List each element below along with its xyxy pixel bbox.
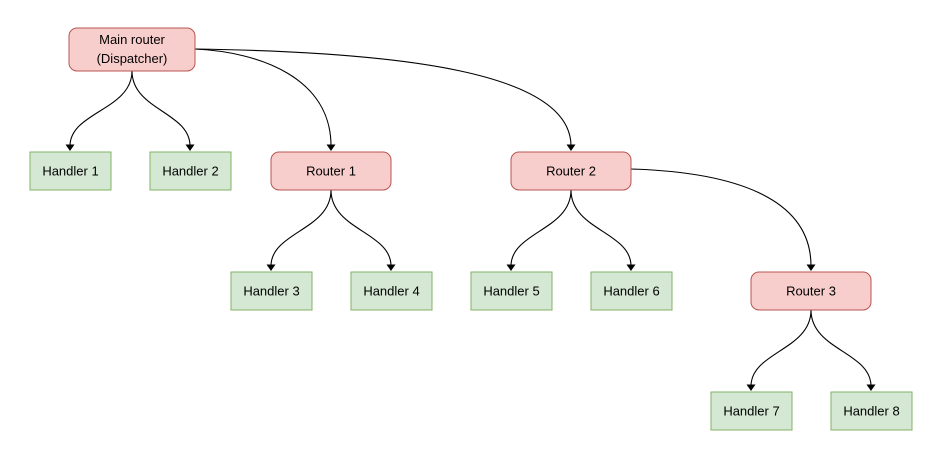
edge-line	[131, 70, 191, 147]
edge-main-router-to-handler-1	[65, 70, 133, 151]
node-label: Router 1	[306, 163, 356, 178]
nodes-layer: Main router (Dispatcher) Handler 1 Handler …	[29, 27, 913, 431]
edge-line	[194, 48, 572, 147]
edge-router-1-to-handler-3	[266, 189, 332, 271]
node-box[interactable]	[29, 151, 112, 191]
node-label: Handler 1	[42, 163, 98, 178]
node-box[interactable]	[230, 271, 313, 311]
node-label-line1: Main router	[99, 32, 165, 47]
edge-line	[750, 309, 812, 387]
arrowhead-icon	[626, 264, 636, 271]
edge-router-3-to-handler-8	[810, 309, 876, 391]
edge-line	[270, 189, 332, 267]
node-router-3[interactable]: Router 3	[750, 271, 872, 311]
node-label: Router 3	[786, 283, 836, 298]
edge-router-3-to-handler-7	[746, 309, 812, 391]
node-box[interactable]	[510, 151, 632, 191]
node-handler-3[interactable]: Handler 3	[230, 271, 313, 311]
edge-main-router-to-router-1	[194, 48, 336, 151]
node-label: Router 2	[546, 163, 596, 178]
node-box[interactable]	[350, 271, 433, 311]
edge-line	[69, 70, 133, 147]
node-box[interactable]	[149, 151, 232, 191]
node-router-2[interactable]: Router 2	[510, 151, 632, 191]
node-handler-1[interactable]: Handler 1	[29, 151, 112, 191]
arrowhead-icon	[185, 144, 195, 151]
arrowhead-icon	[806, 264, 816, 271]
arrowhead-icon	[506, 264, 516, 271]
edges-layer	[65, 48, 876, 391]
arrowhead-icon	[266, 264, 276, 271]
node-label: Handler 8	[843, 403, 899, 418]
node-label: Handler 5	[483, 283, 539, 298]
node-handler-4[interactable]: Handler 4	[350, 271, 433, 311]
edge-main-router-to-handler-2	[131, 70, 195, 151]
node-box[interactable]	[68, 27, 196, 72]
node-box[interactable]	[590, 271, 673, 311]
edge-line	[510, 189, 572, 267]
node-label-line2: (Dispatcher)	[97, 51, 168, 66]
arrowhead-icon	[866, 384, 876, 391]
node-main-router[interactable]: Main router (Dispatcher)	[68, 27, 196, 72]
edge-router-2-to-handler-5	[506, 189, 572, 271]
arrowhead-icon	[566, 144, 576, 151]
edge-router-2-to-handler-6	[570, 189, 636, 271]
edge-line	[570, 189, 632, 267]
node-label: Handler 7	[723, 403, 779, 418]
node-handler-2[interactable]: Handler 2	[149, 151, 232, 191]
edge-line	[810, 309, 872, 387]
edge-line	[194, 48, 332, 147]
node-router-1[interactable]: Router 1	[270, 151, 392, 191]
edge-line	[630, 168, 812, 267]
edge-router-1-to-handler-4	[330, 189, 396, 271]
node-box[interactable]	[830, 391, 913, 431]
node-handler-7[interactable]: Handler 7	[710, 391, 793, 431]
node-label: Handler 2	[162, 163, 218, 178]
node-label: Handler 3	[243, 283, 299, 298]
node-handler-6[interactable]: Handler 6	[590, 271, 673, 311]
node-label: Handler 6	[603, 283, 659, 298]
node-handler-5[interactable]: Handler 5	[470, 271, 553, 311]
arrowhead-icon	[746, 384, 756, 391]
node-box[interactable]	[270, 151, 392, 191]
arrowhead-icon	[65, 144, 75, 151]
node-box[interactable]	[750, 271, 872, 311]
edge-main-router-to-router-2	[194, 48, 576, 151]
edge-router-2-to-router-3	[630, 168, 816, 271]
node-box[interactable]	[710, 391, 793, 431]
arrowhead-icon	[386, 264, 396, 271]
arrowhead-icon	[326, 144, 336, 151]
node-label: Handler 4	[363, 283, 419, 298]
node-handler-8[interactable]: Handler 8	[830, 391, 913, 431]
edge-line	[330, 189, 392, 267]
node-box[interactable]	[470, 271, 553, 311]
